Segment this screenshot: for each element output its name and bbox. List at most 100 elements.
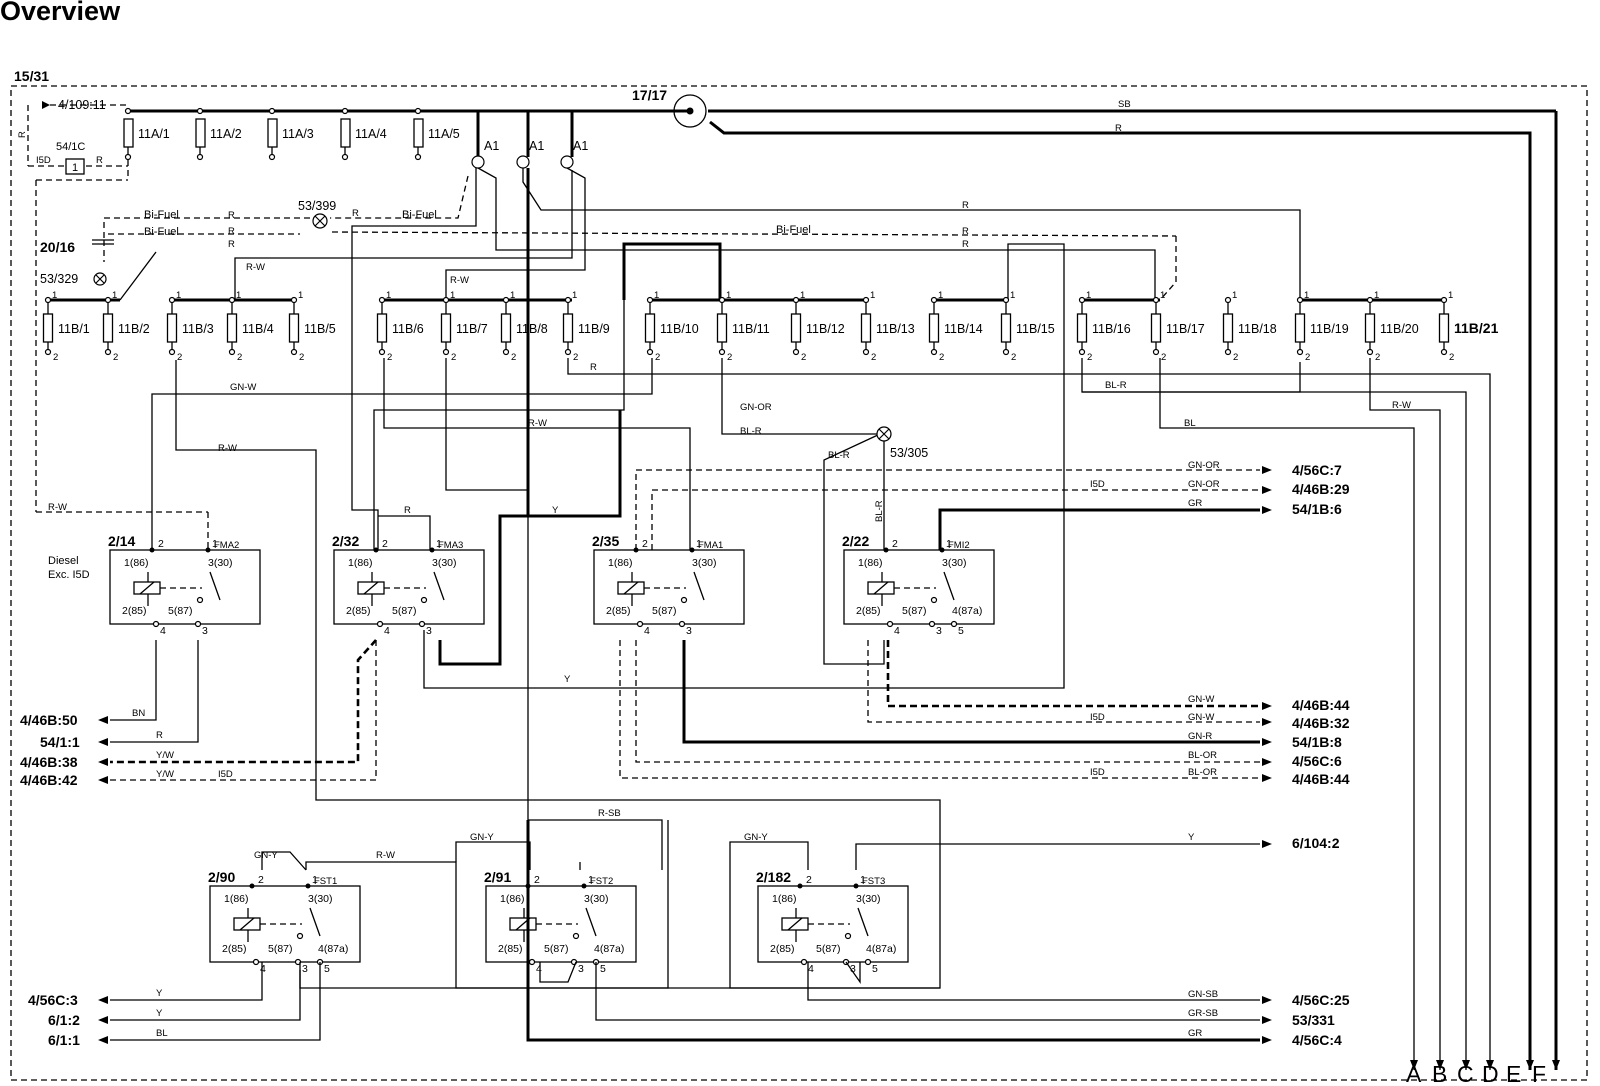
pin-30: 3(30) [432, 557, 457, 569]
relay-id: 2/22 [842, 533, 869, 549]
wire-color-r: R [228, 226, 235, 237]
pin-number: 1 [112, 290, 117, 301]
fuse-group-11a: 11A/1 11A/2 11A/3 11A/4 11A/5 [123, 107, 460, 161]
wire-color-bi-fuel: Bi-Fuel [144, 209, 179, 221]
ref-right: 4/46B:32 [1292, 715, 1350, 731]
wire-color-rw: R-W [450, 275, 469, 286]
pin-85: 2(85) [856, 605, 881, 617]
pin-30: 3(30) [942, 557, 967, 569]
pin-number: 1 [572, 290, 577, 301]
pin-87: 5(87) [652, 605, 677, 617]
fuse-label: 11B/4 [242, 322, 274, 336]
pin-number: 2 [382, 538, 388, 550]
top-feed-wiring [27, 104, 1558, 1070]
top-ref: 4/109:11 [58, 98, 106, 112]
pin-number: 2 [1087, 352, 1092, 363]
pin-number: 1 [696, 538, 702, 550]
relay-name: FMA2 [214, 540, 239, 551]
page-title: Overview [0, 0, 121, 26]
fuse-11a-5: 11A/5 [413, 107, 460, 161]
wire-color-bi-fuel: Bi-Fuel [776, 224, 811, 236]
relay-id: 2/91 [484, 869, 511, 885]
pin-number: 1 [436, 538, 442, 550]
pin-number: 2 [1161, 352, 1166, 363]
pin-number: 2 [387, 352, 392, 363]
pin-number: 1 [52, 290, 57, 301]
pin-number: 5 [872, 963, 878, 975]
wire-color-r: R [962, 226, 969, 237]
wire-color-i5d: I5D [1090, 712, 1105, 723]
pin-30: 3(30) [584, 893, 609, 905]
component-label-54-1c: 54/1C [56, 141, 85, 153]
pin-number: 1 [870, 290, 875, 301]
relay-group: 2/14 FMA2 1(86) 3(30) 2(85) 5(87) 2 1 4 3 2/32 FMA3… [108, 533, 995, 975]
fuse-11a-2: 11A/2 [195, 107, 242, 161]
fuse-11b-2: 11B/212 [102, 290, 150, 363]
pin-number: 1 [176, 290, 181, 301]
ref-left: 6/1:2 [48, 1012, 80, 1028]
pin-number: 1 [450, 290, 455, 301]
pin-number: 4 [894, 625, 900, 637]
wire-color-i5d: I5D [218, 769, 233, 780]
pin-number: 2 [642, 538, 648, 550]
wire-color-r: R [962, 239, 969, 250]
component-label-53-305: 53/305 [890, 446, 928, 460]
wire-color-rw: R-W [528, 418, 547, 429]
wire-color-bn: BN [132, 708, 145, 719]
pin-number: 2 [806, 874, 812, 886]
pin-number: 2 [1233, 352, 1238, 363]
relay-id: 2/14 [108, 533, 135, 549]
wire-color-y: Y [564, 674, 571, 685]
fuse-label: 11B/2 [118, 322, 150, 336]
pin-number: 4 [160, 625, 166, 637]
fuse-label: 11B/3 [182, 322, 214, 336]
relay-id: 2/32 [332, 533, 359, 549]
pin-number: 3 [426, 625, 432, 637]
fuse-label: 11B/11 [732, 322, 770, 336]
pin-number: 2 [1449, 352, 1454, 363]
pin-87a: 4(87a) [866, 943, 896, 955]
connector-a1-group: A1 A1 A1 [471, 139, 588, 169]
pin-85: 2(85) [222, 943, 247, 955]
relay-name: FMA1 [698, 540, 723, 551]
diesel-note: Diesel [48, 555, 79, 567]
pin-85: 2(85) [770, 943, 795, 955]
pin-30: 3(30) [308, 893, 333, 905]
pin-number: 1 [1160, 290, 1165, 301]
wire-color-gny: GN-Y [744, 832, 768, 843]
pin-86: 1(86) [608, 557, 633, 569]
wire-color-gnor: GN-OR [1188, 479, 1220, 490]
wire-color-gr: GR [1188, 498, 1202, 509]
relay-id: 2/35 [592, 533, 619, 549]
system-frame [10, 85, 1588, 1081]
pin-30: 3(30) [856, 893, 881, 905]
wire-color-gnw: GN-W [1188, 712, 1214, 723]
pin-number: 2 [258, 874, 264, 886]
wire-color-gr: GR [1188, 1028, 1202, 1039]
relay-name: FST2 [590, 876, 613, 887]
pin-number: 1 [386, 290, 391, 301]
relay-name: FMA3 [438, 540, 463, 551]
wire-color-gny: GN-Y [254, 850, 278, 861]
fuse-label: 11B/7 [456, 322, 488, 336]
component-54-1c-box: 1 [72, 162, 78, 174]
wire-color-r: R [590, 362, 597, 373]
top-ref-arrow-icon [42, 101, 50, 109]
fuse-label: 11B/9 [578, 322, 610, 336]
pin-number: 1 [938, 290, 943, 301]
bottom-wiring [110, 820, 1260, 1042]
right-references: 4/56C:7 4/46B:29 54/1B:6 4/46B:44 4/46B:… [1292, 462, 1350, 1048]
pin-number: 4 [384, 625, 390, 637]
pin-number: 2 [511, 352, 516, 363]
arrow-icon [1262, 466, 1272, 1044]
wire-color-i5d: I5D [36, 155, 51, 166]
